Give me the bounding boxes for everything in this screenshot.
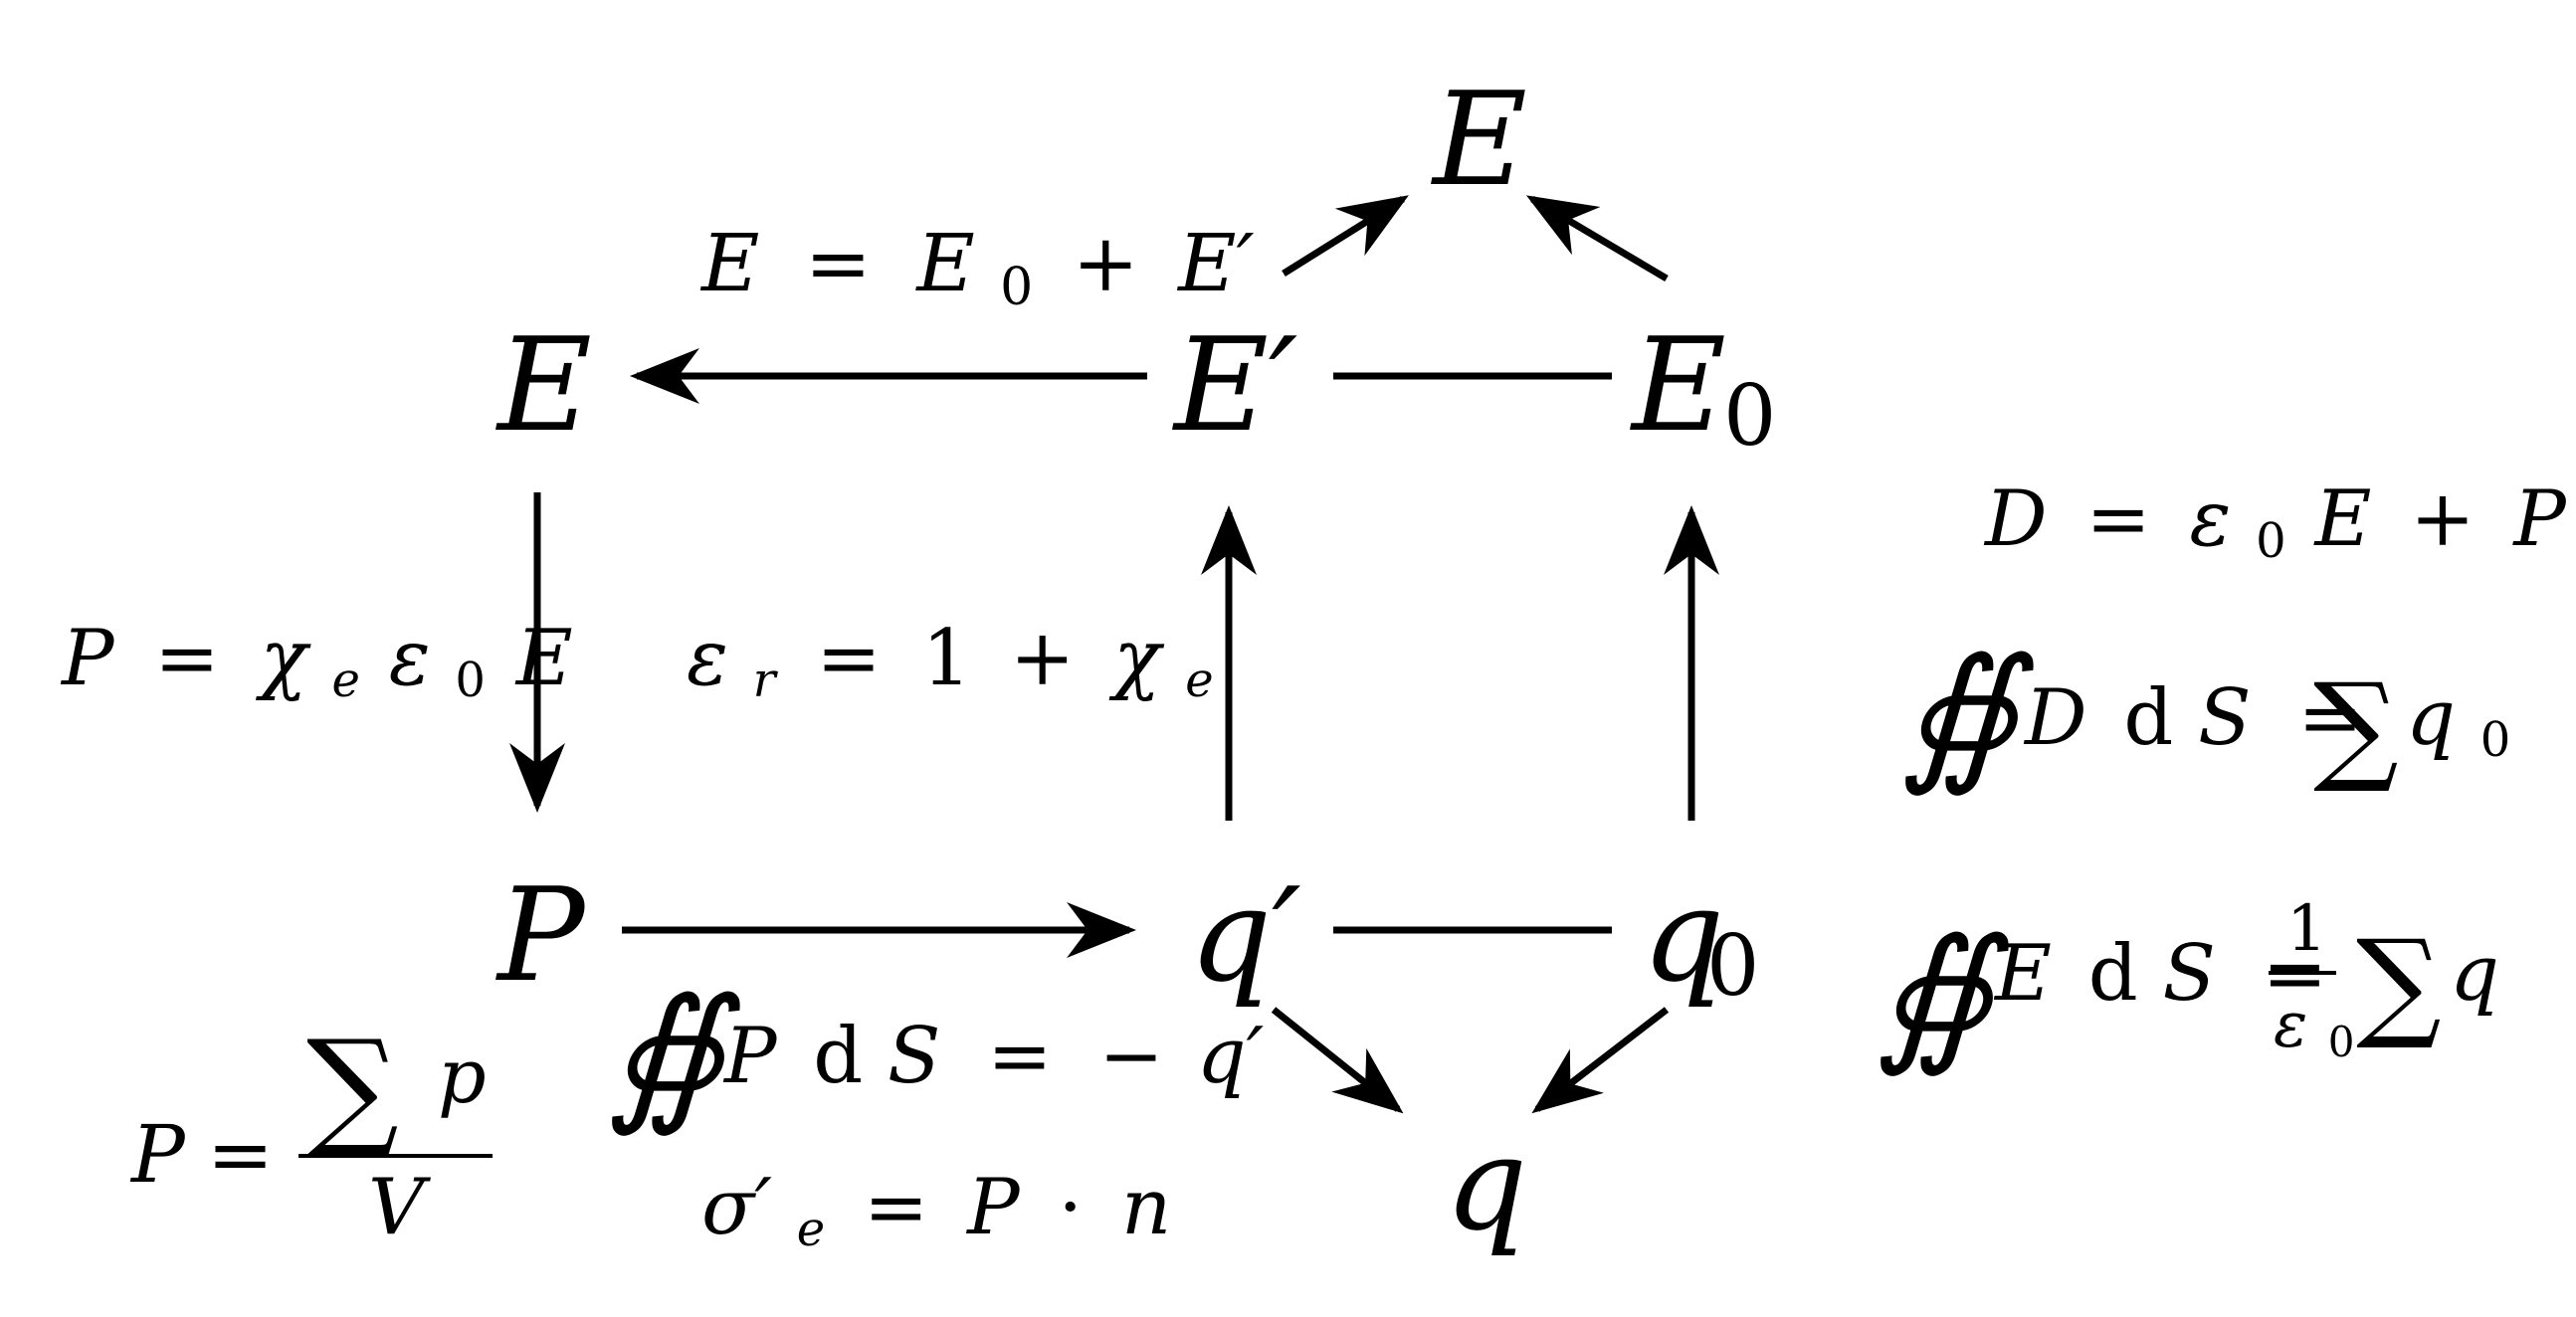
svg-text:E d S =: E d S = <box>1993 929 2327 1019</box>
equation-polarization-density: P = ∑ p V <box>129 1012 493 1252</box>
svg-text:P = χ e: P = χ e ε 0 E <box>60 614 573 715</box>
svg-text:q 0: q 0 <box>2406 673 2510 768</box>
svg-text:D d S =: D d S = <box>2023 673 2363 763</box>
equation-polarization-flux: ∯ P d S = − q′ <box>607 967 1264 1140</box>
arrow-e-prime-to-e-total <box>1282 195 1409 277</box>
svg-text:∑: ∑ <box>306 1012 399 1163</box>
node-e-left: E <box>495 309 592 461</box>
equation-polarization: P = χ e ε 0 E <box>60 614 573 715</box>
node-q-zero: q 0 <box>1642 859 1759 1015</box>
node-e-total-top: E <box>1431 64 1527 215</box>
equation-displacement: D = ε 0 E + P <box>1983 474 2567 576</box>
equation-surface-charge: σ′ e = P · n <box>701 1163 1171 1264</box>
equation-superposition: E = E 0 + E′ <box>699 217 1255 323</box>
node-e-zero: E 0 <box>1630 309 1776 465</box>
node-e-zero-subscript: 0 <box>1723 367 1776 465</box>
node-q-zero-main: q <box>1642 859 1724 1011</box>
svg-text:V: V <box>368 1163 431 1252</box>
svg-text:ε 0: ε 0 <box>2274 989 2354 1066</box>
svg-text:E = E 0: E = E 0 + E′ <box>699 217 1255 323</box>
svg-text:q: q <box>2450 929 2499 1019</box>
svg-text:p: p <box>438 1032 487 1120</box>
svg-text:P d S =: P d S = − q′ <box>722 1012 1264 1101</box>
svg-text:=: = <box>207 1108 274 1201</box>
node-q-total: q <box>1445 1108 1527 1259</box>
svg-text:P: P <box>129 1108 186 1201</box>
arrow-e-zero-to-e-total <box>1525 195 1669 282</box>
surface-integral-icon: ∯ <box>1900 627 2035 800</box>
node-q-zero-subscript: 0 <box>1706 917 1759 1015</box>
svg-text:σ′ e = P: σ′ e = P · n <box>701 1163 1171 1264</box>
svg-text:1: 1 <box>2286 892 2327 966</box>
svg-text:D = ε 0: D = ε 0 E + P <box>1983 474 2567 576</box>
arrow-q-zero-to-q <box>1531 1007 1670 1114</box>
surface-integral-icon: ∯ <box>1876 907 2010 1080</box>
surface-integral-icon: ∯ <box>607 967 741 1140</box>
node-e-prime: E′ <box>1172 309 1297 461</box>
equation-relative-permittivity: ε r = 1 + χ e <box>687 614 1214 715</box>
node-e-zero-main: E <box>1630 309 1726 461</box>
equation-gauss-electric: ∯ E d S = 1 ε 0 ∑ q <box>1876 892 2499 1080</box>
node-p: P <box>495 859 587 1011</box>
summation-icon: ∑ <box>2356 915 2442 1053</box>
summation-icon: ∑ <box>2313 658 2399 797</box>
equation-gauss-displacement: ∯ D d S = ∑ q 0 <box>1900 627 2510 800</box>
svg-text:ε r = 1: ε r = 1 + χ e <box>687 614 1214 715</box>
arrow-q-prime-to-q <box>1271 1007 1404 1114</box>
node-q-prime: q′ <box>1189 859 1301 1011</box>
